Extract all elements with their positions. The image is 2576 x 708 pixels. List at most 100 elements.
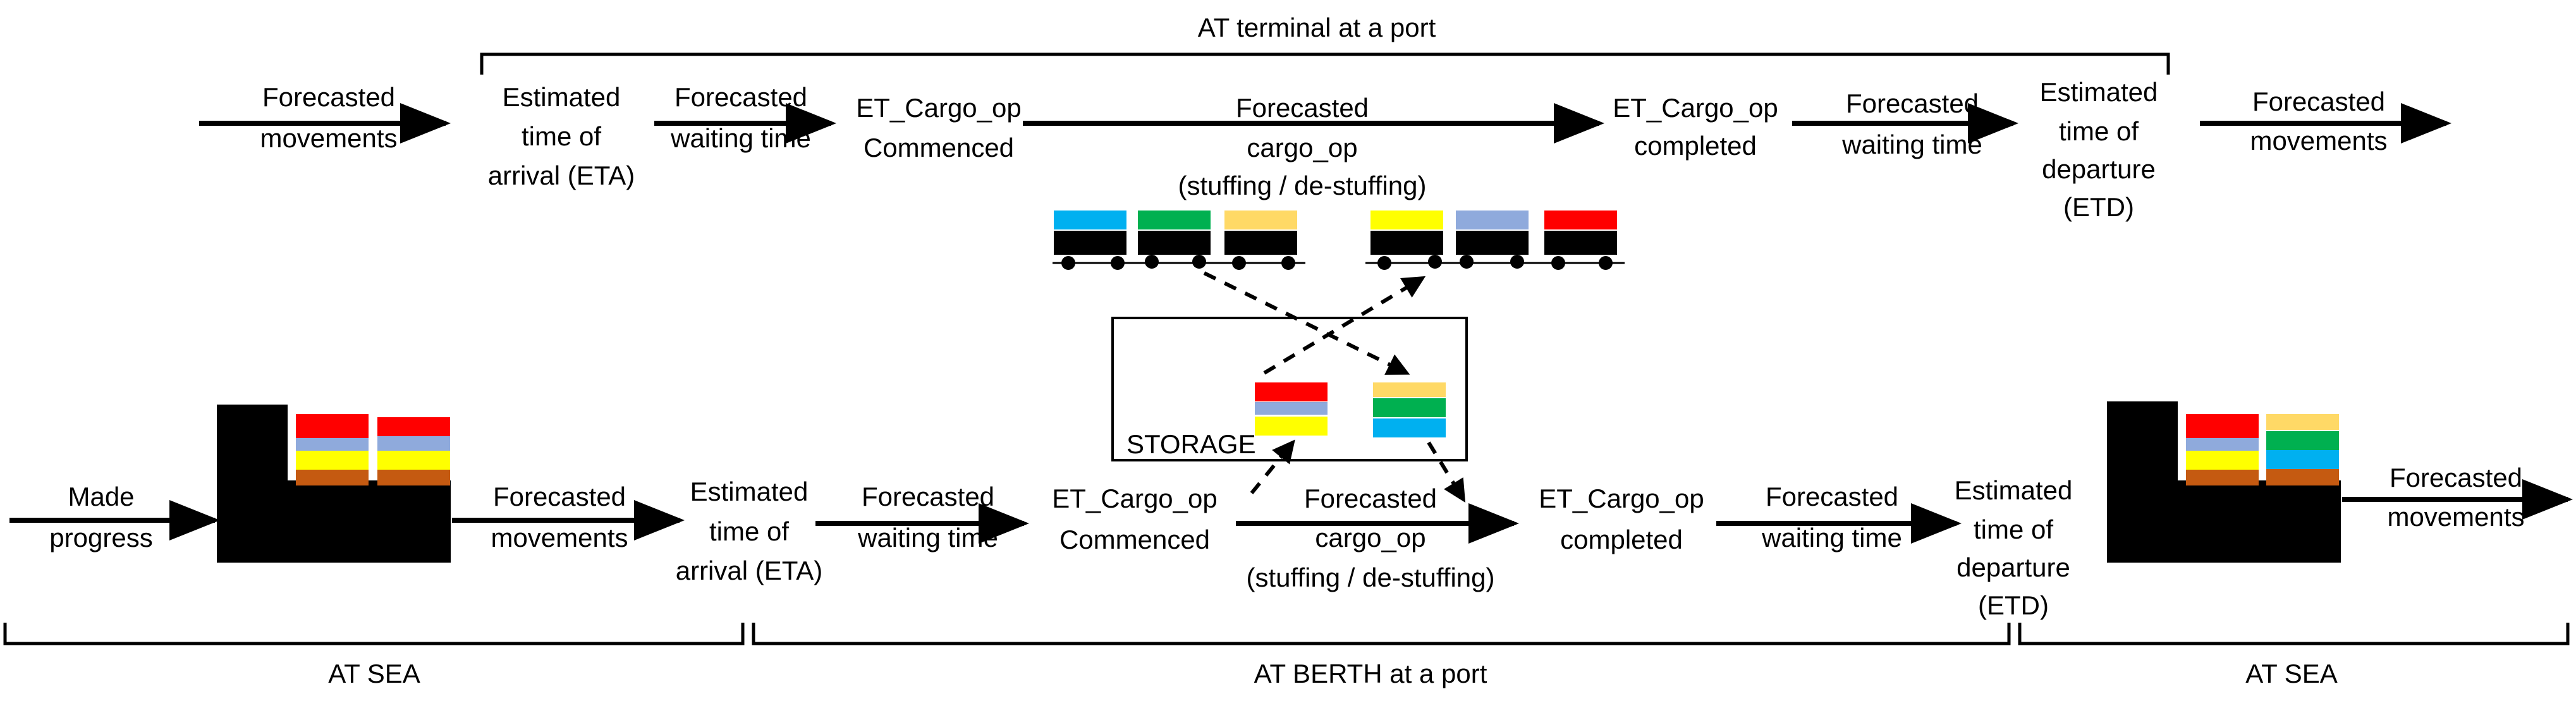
- train-right: [1365, 211, 1625, 270]
- berth-forecasted-movements-1: Forecasted movements: [491, 482, 628, 552]
- sea-right-label: AT SEA: [2245, 659, 2338, 688]
- terminal-cargo-commenced: ET_Cargo_op Commenced: [856, 93, 1022, 162]
- svg-text:completed: completed: [1560, 525, 1683, 554]
- svg-text:(stuffing / de-stuffing): (stuffing / de-stuffing): [1178, 171, 1427, 200]
- berth-waiting-time-2: Forecasted waiting time: [1761, 482, 1902, 552]
- terminal-eta-label: Estimated time of arrival (ETA): [488, 82, 635, 190]
- berth-bracket-label: AT BERTH at a port: [1254, 659, 1487, 688]
- svg-text:Forecasted: Forecasted: [862, 482, 994, 511]
- svg-text:time of: time of: [709, 516, 789, 546]
- dashed-arrow-ship-to-storage: [1250, 439, 1295, 494]
- svg-text:time of: time of: [2059, 116, 2139, 146]
- train-right-container-yellow: [1370, 211, 1443, 229]
- storage-stack-right: [1373, 382, 1446, 437]
- svg-text:(stuffing / de-stuffing): (stuffing / de-stuffing): [1247, 563, 1495, 592]
- svg-text:departure: departure: [2042, 154, 2156, 184]
- svg-text:Made: Made: [68, 482, 134, 511]
- svg-text:ET_Cargo_op: ET_Cargo_op: [1052, 484, 1218, 513]
- ship-right: [2107, 401, 2341, 563]
- svg-text:completed: completed: [1634, 131, 1757, 161]
- terminal-bracket-label: AT terminal at a port: [1198, 13, 1436, 42]
- storage-stack-left: [1255, 382, 1328, 436]
- svg-text:(ETD): (ETD): [1978, 590, 2049, 620]
- dashed-arrow-storage-to-train: [1263, 276, 1426, 375]
- svg-text:progress: progress: [49, 523, 152, 552]
- svg-text:departure: departure: [1956, 552, 2070, 582]
- ship-left-hull: [217, 480, 451, 563]
- svg-text:Estimated: Estimated: [690, 477, 809, 506]
- svg-text:Forecasted: Forecasted: [1766, 482, 1898, 511]
- svg-text:waiting time: waiting time: [1841, 130, 1982, 159]
- sea-left-bracket: [3, 623, 745, 645]
- svg-text:Estimated: Estimated: [2040, 77, 2158, 107]
- train-right-wagon-1: [1370, 231, 1443, 255]
- svg-text:Forecasted: Forecasted: [1304, 484, 1437, 513]
- svg-text:movements: movements: [491, 523, 628, 552]
- train-left-container-green: [1138, 211, 1211, 229]
- terminal-forecasted-movements-out: Forecasted movements: [2250, 87, 2387, 156]
- svg-text:ET_Cargo_op: ET_Cargo_op: [1539, 484, 1704, 513]
- svg-text:Forecasted: Forecasted: [262, 82, 395, 112]
- train-left-container-cyan: [1054, 211, 1126, 229]
- terminal-etd-label: Estimated time of departure (ETD): [2040, 77, 2158, 222]
- svg-text:Estimated: Estimated: [1955, 475, 2073, 505]
- sea-left-label: AT SEA: [328, 659, 420, 688]
- terminal-forecasted-movements-in: Forecasted movements: [260, 82, 397, 153]
- svg-text:Forecasted: Forecasted: [2252, 87, 2385, 116]
- ship-left-bridge: [217, 405, 288, 487]
- svg-text:movements: movements: [2387, 502, 2524, 532]
- train-right-container-lavender: [1456, 211, 1529, 229]
- storage-label: STORAGE: [1126, 429, 1256, 459]
- ship-right-hull: [2107, 480, 2341, 563]
- svg-text:waiting time: waiting time: [670, 123, 811, 153]
- train-left-wagon-1: [1054, 231, 1126, 255]
- svg-text:ET_Cargo_op: ET_Cargo_op: [856, 93, 1022, 123]
- terminal-waiting-time-2: Forecasted waiting time: [1841, 88, 1982, 159]
- svg-text:waiting time: waiting time: [857, 523, 998, 552]
- terminal-bracket: [480, 52, 2170, 75]
- svg-text:(ETD): (ETD): [2063, 192, 2134, 222]
- train-right-wagon-2: [1456, 231, 1529, 255]
- terminal-waiting-time-1: Forecasted waiting time: [670, 82, 811, 153]
- svg-text:ET_Cargo_op: ET_Cargo_op: [1613, 93, 1778, 123]
- svg-text:Forecasted: Forecasted: [493, 482, 626, 511]
- terminal-cargo-completed: ET_Cargo_op completed: [1613, 93, 1778, 161]
- train-left: [1053, 211, 1305, 270]
- ship-left: [217, 405, 451, 563]
- svg-text:cargo_op: cargo_op: [1247, 133, 1357, 162]
- train-left-wagon-2: [1138, 231, 1211, 255]
- berth-eta-label: Estimated time of arrival (ETA): [676, 477, 823, 585]
- svg-text:arrival (ETA): arrival (ETA): [488, 161, 635, 190]
- svg-text:time of: time of: [522, 121, 601, 151]
- svg-text:Estimated: Estimated: [503, 82, 621, 112]
- terminal-cargo-op: Forecasted cargo_op (stuffing / de-stuff…: [1178, 93, 1427, 200]
- svg-text:movements: movements: [260, 123, 397, 153]
- svg-text:Forecasted: Forecasted: [2390, 463, 2522, 492]
- train-left-container-peach: [1224, 211, 1297, 229]
- berth-forecasted-movements-2: Forecasted movements: [2387, 463, 2524, 532]
- svg-text:Commenced: Commenced: [864, 133, 1014, 162]
- svg-text:movements: movements: [2250, 126, 2387, 156]
- berth-cargo-op: Forecasted cargo_op (stuffing / de-stuff…: [1247, 484, 1495, 592]
- dashed-arrow-train-to-storage: [1203, 271, 1410, 375]
- dashed-arrow-storage-to-ship: [1427, 441, 1466, 503]
- svg-text:Commenced: Commenced: [1059, 525, 1210, 554]
- berth-etd-label: Estimated time of departure (ETD): [1955, 475, 2073, 620]
- svg-text:time of: time of: [1974, 515, 2053, 544]
- berth-cargo-commenced: ET_Cargo_op Commenced: [1052, 484, 1218, 554]
- train-left-wagon-3: [1224, 231, 1297, 255]
- svg-text:Forecasted: Forecasted: [675, 82, 807, 112]
- svg-text:waiting time: waiting time: [1761, 523, 1902, 552]
- sea-right-bracket: [2018, 623, 2570, 645]
- train-right-container-red: [1544, 211, 1617, 229]
- svg-text:cargo_op: cargo_op: [1315, 523, 1425, 552]
- berth-cargo-completed: ET_Cargo_op completed: [1539, 484, 1704, 554]
- ship-right-bridge: [2107, 401, 2178, 487]
- berth-made-progress: Made progress: [49, 482, 152, 552]
- svg-text:Forecasted: Forecasted: [1236, 93, 1369, 123]
- berth-waiting-time-1: Forecasted waiting time: [857, 482, 998, 552]
- svg-text:Forecasted: Forecasted: [1846, 88, 1979, 118]
- svg-text:arrival (ETA): arrival (ETA): [676, 556, 823, 585]
- berth-bracket: [752, 623, 2011, 645]
